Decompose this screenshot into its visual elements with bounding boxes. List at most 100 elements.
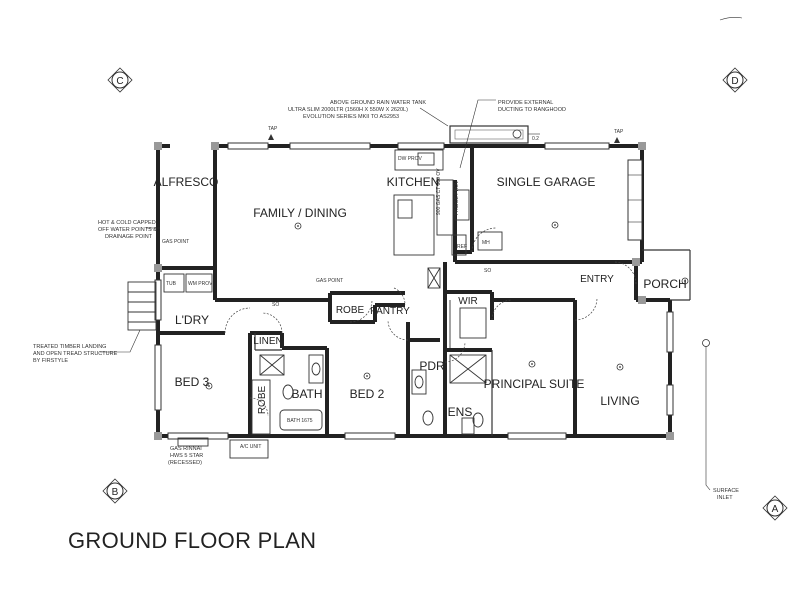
svg-text:PROVIDE EXTERNAL: PROVIDE EXTERNAL xyxy=(498,100,553,106)
window-right-living-1 xyxy=(666,311,674,353)
room-single-garage: SINGLE GARAGE xyxy=(497,175,596,189)
window-top-4 xyxy=(544,142,610,150)
note-hws: GAS RINNAI HWS 5 STAR (RECESSED) xyxy=(168,446,203,466)
grid-label-b: B xyxy=(112,487,119,498)
room-alfresco: ALFRESCO xyxy=(154,175,219,189)
surface-inlet-leader xyxy=(705,346,711,491)
window-top-1 xyxy=(227,142,269,150)
laundry-tub xyxy=(163,273,185,293)
bath-toilet xyxy=(282,384,294,400)
so-laundry-label: SO xyxy=(272,302,279,308)
ref-label: REF xyxy=(457,244,467,250)
window-right-living-2 xyxy=(666,384,674,416)
light-points xyxy=(205,221,689,390)
svg-text:DRAINAGE POINT: DRAINAGE POINT xyxy=(105,234,153,240)
so-garage-label: SO xyxy=(484,268,491,274)
svg-text:INLET: INLET xyxy=(717,495,733,501)
room-pdr: PDR xyxy=(419,359,445,373)
tank-dim: 0.2 xyxy=(532,136,539,142)
room-bed3: BED 3 xyxy=(175,375,210,389)
room-entry: ENTRY xyxy=(580,274,614,285)
hatch-corner-tr xyxy=(638,142,646,150)
note-timber-landing: TREATED TIMBER LANDING AND OPEN TREAD ST… xyxy=(33,329,141,364)
gas-point-hall-label: GAS POINT xyxy=(316,278,343,284)
svg-text:ULTRA SLIM 2000LTR (1560H X 55: ULTRA SLIM 2000LTR (1560H X 550W X 2620L… xyxy=(288,107,408,113)
water-tank xyxy=(449,125,540,144)
svg-text:(RECESSED): (RECESSED) xyxy=(168,460,202,466)
svg-text:AND OPEN TREAD STRUCTURE: AND OPEN TREAD STRUCTURE xyxy=(33,351,118,357)
grid-marker-c: C xyxy=(107,67,133,93)
window-left-laundry xyxy=(154,279,162,321)
timber-landing xyxy=(127,281,157,331)
note-water-points: HOT & COLD CAPPED OFF WATER POINTS & DRA… xyxy=(98,220,160,240)
bed3-robe xyxy=(251,379,271,435)
kitchen-fixtures xyxy=(393,149,470,289)
porch-post xyxy=(642,249,691,301)
hatch-corner-alfresco xyxy=(211,142,219,150)
ens-toilet xyxy=(472,412,484,428)
room-wir: WIR xyxy=(458,296,477,307)
plan-title: GROUND FLOOR PLAN xyxy=(68,528,317,553)
svg-text:DUCTING TO RANGHOOD: DUCTING TO RANGHOOD xyxy=(498,107,566,113)
room-pantry: PANTRY xyxy=(370,306,410,317)
gas-point-alfresco-label: GAS POINT xyxy=(162,239,189,245)
svg-text:HOT & COLD CAPPED: HOT & COLD CAPPED xyxy=(98,220,156,226)
pdr-toilet xyxy=(422,410,434,426)
mh-label: MH xyxy=(482,240,490,246)
ens-shower xyxy=(449,354,487,384)
bath-tub xyxy=(279,409,323,431)
corner-mark xyxy=(719,17,743,21)
svg-text:EVOLUTION SERIES MKII TO AS295: EVOLUTION SERIES MKII TO AS2953 xyxy=(303,114,399,120)
svg-text:HWS 5 STAR: HWS 5 STAR xyxy=(170,453,203,459)
manhole xyxy=(477,231,503,251)
hatch-corner-tl xyxy=(154,142,162,150)
grid-marker-d: D xyxy=(722,67,748,93)
note-water-tank: ABOVE GROUND RAIN WATER TANK ULTRA SLIM … xyxy=(288,100,449,127)
tap-right-icon xyxy=(614,137,620,143)
room-porch: PORCH xyxy=(643,277,686,291)
bath-vanity xyxy=(308,354,324,384)
hatch-corner-porch xyxy=(632,258,640,266)
window-bottom-1 xyxy=(167,432,229,440)
window-top-3 xyxy=(397,142,445,150)
pdr-vanity xyxy=(411,369,427,395)
hws-unit xyxy=(177,437,209,447)
window-top-2 xyxy=(289,142,371,150)
ac-unit xyxy=(229,439,269,459)
tap-left-label: TAP xyxy=(268,126,278,132)
tap-right-label: TAP xyxy=(614,129,624,135)
wir-box xyxy=(459,307,487,339)
tub-label: TUB xyxy=(166,281,177,287)
room-bed2: BED 2 xyxy=(350,387,385,401)
room-bath: BATH xyxy=(291,387,322,401)
grid-label-d: D xyxy=(731,76,738,87)
washing-machine xyxy=(185,273,213,293)
fridge-prov-label: FRIDGE PROV xyxy=(454,180,460,215)
wm-prov-label: WM PROV xyxy=(188,281,213,287)
tap-left-icon xyxy=(268,134,274,140)
room-laundry: L'DRY xyxy=(175,313,209,327)
room-principal-suite: PRINCIPAL SUITE xyxy=(484,377,585,391)
grid-label-c: C xyxy=(116,76,123,87)
ac-unit-label: A/C UNIT xyxy=(240,444,261,450)
linen-shelf xyxy=(259,354,285,376)
gas-cooktop-label: 900 GAS CT 900 OV xyxy=(436,168,442,215)
surface-inlet-symbol xyxy=(702,339,710,347)
room-ens: ENS xyxy=(448,405,473,419)
bath-tub-label: BATH 1675 xyxy=(287,418,313,424)
bath-basin xyxy=(311,362,321,376)
dw-prov-label: DW PROV xyxy=(398,156,423,162)
hatch-porch-post xyxy=(638,296,646,304)
hatch-corner-bl xyxy=(154,432,162,440)
room-living: LIVING xyxy=(600,394,639,408)
grid-label-a: A xyxy=(772,504,779,515)
svg-text:TREATED TIMBER LANDING: TREATED TIMBER LANDING xyxy=(33,344,106,350)
window-left-bed3 xyxy=(154,344,162,411)
hatch-corner-br xyxy=(666,432,674,440)
svg-text:GAS RINNAI: GAS RINNAI xyxy=(170,446,202,452)
exterior-walls xyxy=(156,144,672,438)
room-family-dining: FAMILY / DINING xyxy=(253,206,347,220)
note-surface-inlet: SURFACE INLET xyxy=(713,488,739,501)
svg-text:OFF WATER POINTS &: OFF WATER POINTS & xyxy=(98,227,157,233)
